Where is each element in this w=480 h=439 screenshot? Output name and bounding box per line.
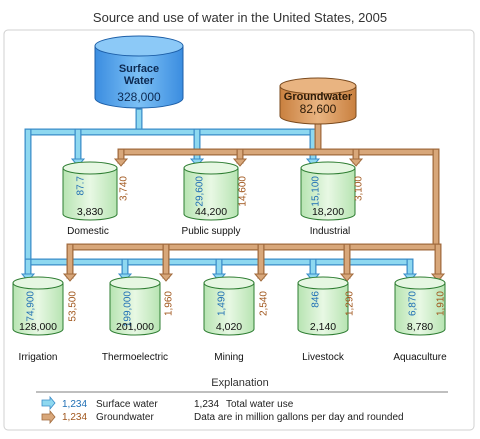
use-tank-industrial: 15,100 3,100 18,200 — [300, 161, 364, 221]
use-tank-irrigation: 74,900 53,500 128,000 — [12, 276, 78, 336]
tank-surface-value: 6,870 — [407, 291, 418, 316]
explanation-box: Explanation 1,234 Surface water 1,234 Gr… — [36, 377, 448, 425]
tank-ground-value: 1,960 — [163, 291, 174, 316]
tank-surface-value: 74,900 — [25, 291, 36, 322]
tank-top — [300, 161, 356, 175]
groundwater-cylinder-top — [279, 77, 357, 95]
explanation-surface-label: Surface water — [96, 399, 158, 410]
tank-surface-value: 846 — [310, 291, 321, 308]
explanation-ground-label: Groundwater — [96, 412, 154, 423]
tank-surface-value: 199,000 — [122, 291, 133, 328]
use-tank-thermoelectric: 199,000 1,960 201,000 — [109, 276, 174, 336]
ground-arrow-bottom-3 — [339, 273, 355, 282]
use-tank-public-supply: 29,600 14,600 44,200 — [183, 161, 248, 221]
use-label: Livestock — [302, 352, 345, 363]
diagram-title: Source and use of water in the United St… — [93, 10, 387, 25]
surface-water-label-line1: Surface — [119, 63, 159, 75]
tank-total-value: 44,200 — [195, 206, 227, 218]
groundwater-total: 82,600 — [300, 102, 337, 116]
use-tank-mining: 1,490 2,540 4,020 — [203, 276, 269, 336]
tank-ground-value: 14,600 — [237, 176, 248, 207]
tank-top — [183, 161, 239, 175]
explanation-note: Data are in million gallons per day and … — [194, 412, 404, 423]
ground-arrow-bottom-4 — [430, 273, 446, 282]
use-tank-livestock: 846 1,290 2,140 — [297, 276, 355, 336]
ground-arrow-top-0 — [113, 158, 129, 167]
use-label: Mining — [214, 352, 243, 363]
tank-body — [300, 167, 356, 221]
use-label: Aquaculture — [393, 352, 447, 363]
tank-body — [203, 282, 255, 336]
surface-water-label-line2: Water — [124, 75, 155, 87]
groundwater-source: Groundwater 82,600 — [279, 77, 357, 125]
explanation-ground-arrow-icon — [41, 409, 56, 425]
use-label: Irrigation — [19, 352, 58, 363]
tank-surface-value: 1,490 — [216, 291, 227, 316]
ground-arrow-top-1 — [232, 158, 248, 167]
explanation-total-value: 1,234 — [194, 399, 219, 410]
tank-ground-value: 53,500 — [67, 291, 78, 322]
ground-arrow-top-2 — [348, 158, 364, 167]
tank-top — [394, 276, 446, 290]
pipe-network — [20, 108, 446, 282]
tank-total-value: 128,000 — [19, 321, 57, 333]
tank-ground-value: 3,100 — [353, 176, 364, 201]
surface-water-cylinder — [94, 45, 184, 109]
tank-body — [297, 282, 349, 336]
use-label: Industrial — [310, 226, 351, 237]
tank-top — [203, 276, 255, 290]
use-label: Public supply — [182, 226, 241, 237]
tank-body — [394, 282, 446, 336]
use-label: Domestic — [67, 226, 109, 237]
tank-total-value: 4,020 — [216, 321, 242, 333]
tank-total-value: 18,200 — [312, 206, 344, 218]
tank-body — [62, 167, 118, 221]
groundwater-cylinder — [279, 85, 357, 125]
tank-body — [12, 282, 64, 336]
surface-water-total: 328,000 — [117, 90, 161, 104]
tank-surface-value: 15,100 — [310, 176, 321, 207]
tank-top — [109, 276, 161, 290]
use-label: Thermoelectric — [102, 352, 168, 363]
tank-ground-value: 1,290 — [344, 291, 355, 316]
tank-total-value: 2,140 — [310, 321, 336, 333]
tank-body — [183, 167, 239, 221]
use-tank-domestic: 87.7 3,740 3,830 — [62, 161, 129, 221]
tank-total-value: 3,830 — [77, 206, 103, 218]
tank-surface-value: 87.7 — [75, 176, 86, 196]
surface-water-cylinder-top — [94, 35, 184, 57]
ground-arrow-bottom-1 — [158, 273, 174, 282]
explanation-ground-value: 1,234 — [62, 412, 87, 423]
tank-total-value: 201,000 — [116, 321, 154, 333]
tank-total-value: 8,780 — [407, 321, 433, 333]
surface-water-source: Surface Water 328,000 — [94, 35, 184, 109]
explanation-surface-arrow-icon — [41, 395, 56, 411]
ground-arrow-bottom-2 — [253, 273, 269, 282]
tank-top — [297, 276, 349, 290]
ground-arrow-bottom-0 — [62, 273, 78, 282]
tank-ground-value: 3,740 — [118, 176, 129, 201]
groundwater-label: Groundwater — [284, 91, 353, 103]
explanation-heading: Explanation — [211, 377, 269, 389]
explanation-total-label: Total water use — [226, 399, 294, 410]
tank-ground-value: 2,540 — [258, 291, 269, 316]
tank-top — [12, 276, 64, 290]
explanation-surface-value: 1,234 — [62, 399, 87, 410]
tank-ground-value: 1,910 — [435, 291, 446, 316]
tank-surface-value: 29,600 — [194, 176, 205, 207]
tank-body — [109, 282, 161, 336]
tank-top — [62, 161, 118, 175]
